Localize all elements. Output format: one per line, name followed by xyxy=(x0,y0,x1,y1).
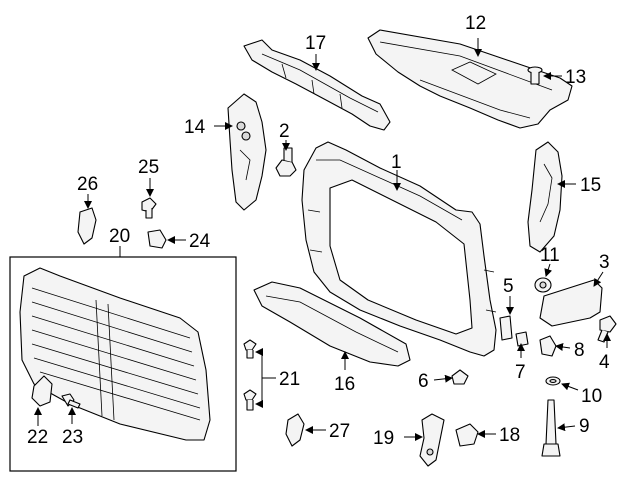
callout-8: 8 xyxy=(574,340,585,361)
callout-25: 25 xyxy=(138,157,159,178)
part-10-washer xyxy=(545,376,561,386)
part-15-right-bracket xyxy=(527,141,563,253)
callout-22: 22 xyxy=(27,427,48,448)
callout-9: 9 xyxy=(579,416,590,437)
part-13-clip xyxy=(527,66,543,85)
callout-2: 2 xyxy=(279,121,290,142)
callout-17: 17 xyxy=(305,33,326,54)
part-26-small-bracket xyxy=(77,207,97,245)
part-5-bracket xyxy=(499,315,513,341)
callout-13: 13 xyxy=(565,67,586,88)
part-2-bolt xyxy=(275,147,297,177)
part-6-bolt xyxy=(451,369,469,385)
part-7-bracket xyxy=(515,331,529,347)
callout-12: 12 xyxy=(465,13,486,34)
callout-16: 16 xyxy=(334,374,355,395)
callout-7: 7 xyxy=(515,362,526,383)
callout-3: 3 xyxy=(599,252,610,273)
callout-11: 11 xyxy=(540,245,560,266)
part-21-bolts xyxy=(243,339,257,411)
callout-5: 5 xyxy=(503,276,514,297)
part-18-sensor xyxy=(455,423,479,447)
part-12-upper-crossmember xyxy=(367,29,573,129)
callout-18: 18 xyxy=(499,425,520,446)
part-24-clip xyxy=(147,229,167,249)
callout-21: 21 xyxy=(279,369,300,390)
part-17-upper-bracket xyxy=(243,39,391,131)
callout-15: 15 xyxy=(580,175,601,196)
callout-20: 20 xyxy=(109,226,130,247)
leader-lines xyxy=(34,38,611,441)
callout-23: 23 xyxy=(62,427,83,448)
callout-26: 26 xyxy=(77,174,98,195)
part-19-bracket xyxy=(419,413,445,467)
callout-14: 14 xyxy=(184,117,206,138)
callout-10: 10 xyxy=(581,386,602,407)
callout-6: 6 xyxy=(418,371,429,392)
part-25-bolt xyxy=(141,197,157,219)
callout-24: 24 xyxy=(189,231,211,252)
callout-27: 27 xyxy=(329,421,350,442)
part-1-radiator-support xyxy=(301,141,497,357)
part-22-clip xyxy=(31,375,53,407)
callout-1: 1 xyxy=(391,152,402,173)
callout-4: 4 xyxy=(599,352,610,373)
callout-19: 19 xyxy=(373,428,394,449)
part-16-lower-panel xyxy=(253,281,411,367)
part-23-screw xyxy=(61,393,81,409)
part-14-left-bracket xyxy=(227,93,267,211)
callout-labels: 1 2 3 4 5 6 7 8 9 10 11 12 13 14 15 16 1… xyxy=(27,13,610,449)
part-8-clip xyxy=(539,335,557,357)
part-27-clip xyxy=(285,413,305,447)
part-11-nut xyxy=(534,277,552,293)
part-9-long-bolt xyxy=(541,399,561,457)
